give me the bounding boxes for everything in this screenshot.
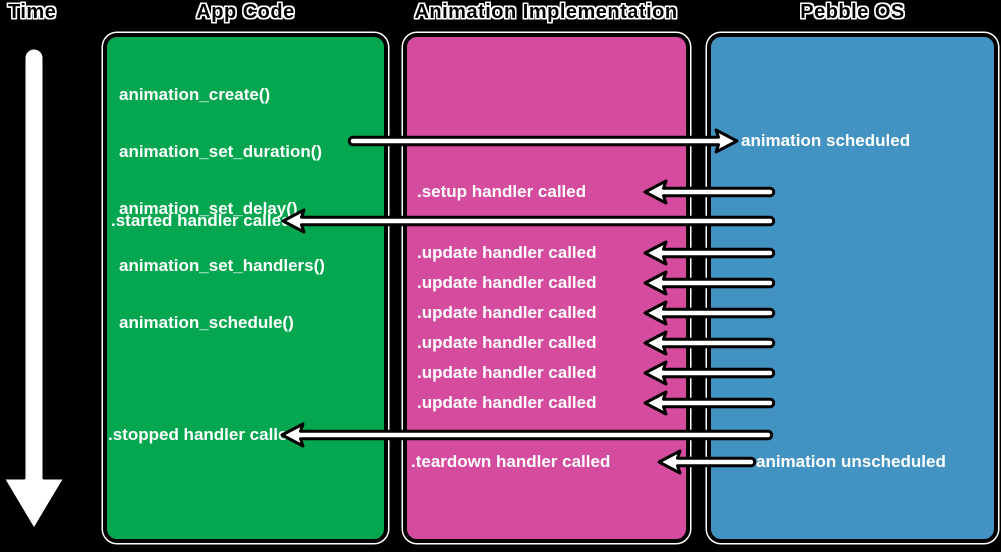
- app-code-header: App Code: [196, 1, 295, 23]
- stopped-handler-label: .stopped handler called: [108, 425, 298, 444]
- api-call-list: animation_create() animation_set_duratio…: [119, 47, 325, 370]
- teardown-handler-label: .teardown handler called: [411, 452, 611, 471]
- api-call: animation_schedule(): [119, 313, 294, 332]
- time-axis-label: Time: [8, 1, 57, 23]
- animation-implementation-lane: [403, 33, 690, 543]
- update-handler-label: .update handler called: [417, 393, 597, 412]
- update-handler-label: .update handler called: [417, 333, 597, 352]
- time-down-arrow: [1, 46, 67, 532]
- pebble-os-header: Pebble OS: [800, 1, 905, 23]
- setup-handler-label: .setup handler called: [417, 182, 587, 201]
- update-handler-label: .update handler called: [417, 363, 597, 382]
- update-handler-label: .update handler called: [417, 273, 597, 292]
- started-handler-label: .started handler called: [111, 211, 292, 230]
- update-handler-label: .update handler called: [417, 243, 597, 262]
- animation-scheduled-label: animation scheduled: [741, 131, 911, 150]
- api-call: animation_set_handlers(): [119, 256, 325, 275]
- animation-implementation-header: Animation Implementation: [414, 1, 678, 23]
- api-call: animation_set_delay(): [119, 199, 298, 218]
- api-call: animation_set_duration(): [119, 142, 323, 161]
- app-code-lane: [103, 33, 388, 543]
- api-call: animation_create(): [119, 85, 271, 104]
- update-handler-label: .update handler called: [417, 303, 597, 322]
- animation-unscheduled-label: animation unscheduled: [756, 452, 946, 471]
